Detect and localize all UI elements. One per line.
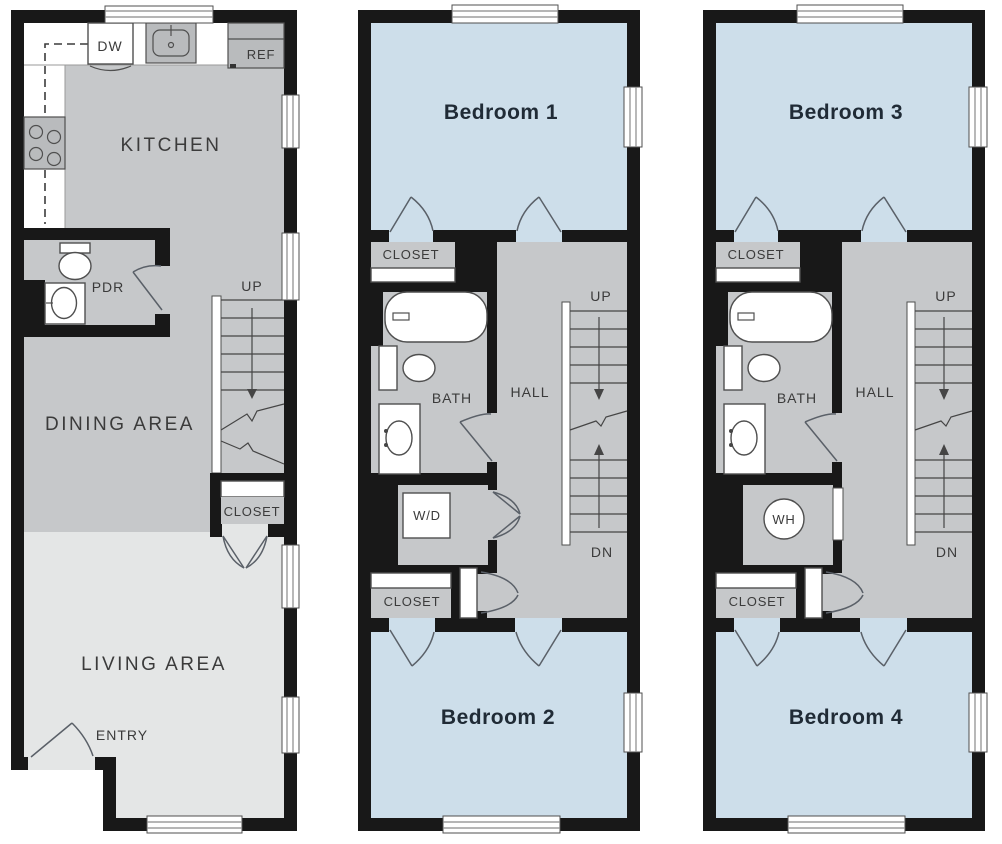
bedroom3-label: Bedroom 3 — [789, 101, 903, 124]
stairs-up-label: UP — [241, 278, 262, 294]
closet-shelf — [220, 480, 285, 498]
hall-label: HALL — [510, 384, 549, 400]
bedroom1-label: Bedroom 1 — [444, 101, 558, 124]
bedroom2-label: Bedroom 2 — [441, 706, 555, 729]
stair-break-line — [220, 440, 285, 465]
door-swing — [132, 264, 163, 311]
arrow-down-icon — [247, 389, 257, 399]
closet-label: CLOSET — [224, 504, 281, 519]
powder-label: PDR — [92, 279, 125, 295]
floor1-plan: KITCHEN DW REF PDR UP DINING AREA CLOSET… — [11, 5, 300, 834]
kitchen-label: KITCHEN — [121, 135, 222, 156]
dishwasher-icon — [87, 22, 134, 72]
water-heater-icon — [763, 498, 805, 540]
stairs-up-label: UP — [590, 288, 611, 304]
washer-dryer-icon — [402, 492, 451, 539]
floor3-plan: Bedroom 3 CLOSET BATH HALL UP DN WH CLOS… — [702, 4, 988, 834]
living-label: LIVING AREA — [81, 654, 227, 675]
washer-dryer-label: W/D — [413, 508, 441, 523]
door-swing — [222, 535, 268, 569]
powder-room — [11, 228, 170, 337]
windows — [104, 5, 300, 834]
closet-bottom-label: CLOSET — [729, 594, 786, 609]
door-swing — [492, 491, 521, 539]
stairs-down-label: DN — [936, 544, 958, 560]
floor2-plan: Bedroom 1 CLOSET BATH HALL UP DN W/D CLO… — [357, 4, 643, 834]
staircase — [211, 295, 285, 474]
door-opening — [832, 487, 844, 541]
living-area-floor — [24, 532, 284, 818]
closet-top-label: CLOSET — [383, 247, 440, 262]
stairs-down-label: DN — [591, 544, 613, 560]
closet-bottom-label: CLOSET — [384, 594, 441, 609]
dishwasher-label: DW — [97, 38, 122, 54]
refrigerator-icon — [227, 22, 285, 69]
entry-label: ENTRY — [96, 727, 148, 743]
entry-door — [28, 722, 95, 770]
door-opening — [28, 757, 95, 770]
stair-break-line — [220, 403, 285, 431]
bath-label: BATH — [432, 390, 472, 406]
door-opening — [488, 490, 497, 540]
powder-sink-icon — [44, 282, 86, 325]
bath-label: BATH — [777, 390, 817, 406]
door-opening — [155, 266, 170, 314]
hall-closet — [210, 473, 297, 569]
fridge-label: REF — [247, 47, 275, 62]
stove-icon — [23, 116, 66, 170]
hall-label: HALL — [855, 384, 894, 400]
toilet-icon — [58, 242, 92, 281]
water-heater-label: WH — [772, 512, 795, 527]
bedroom4-label: Bedroom 4 — [789, 706, 903, 729]
closet-top-label: CLOSET — [728, 247, 785, 262]
door-opening — [222, 524, 268, 537]
kitchen-sink-icon — [145, 22, 197, 64]
stair-rail — [211, 295, 222, 474]
dining-label: DINING AREA — [45, 414, 195, 435]
stairs-up-label: UP — [935, 288, 956, 304]
